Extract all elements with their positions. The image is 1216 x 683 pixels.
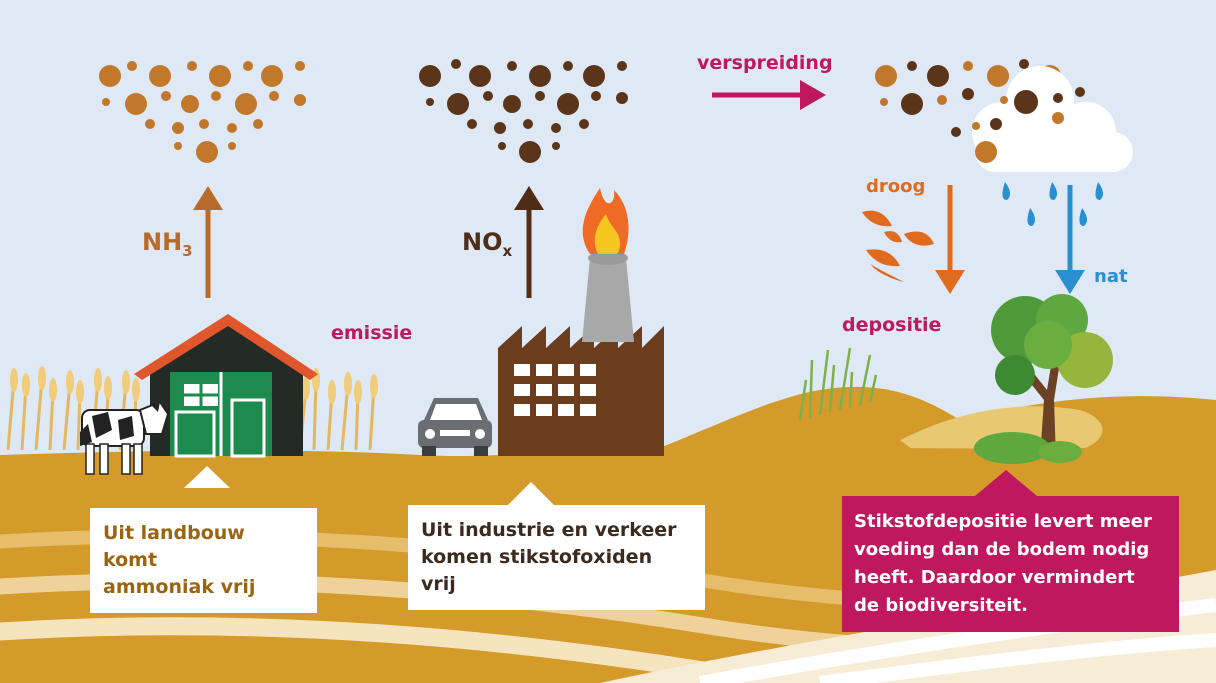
cow-icon <box>80 400 170 475</box>
deposition-line-2: voeding dan de bodem nodig <box>854 539 1150 560</box>
deposition-line-4: de biodiversiteit. <box>854 595 1028 616</box>
nox-particles-icon <box>419 59 628 163</box>
industry-line-1: Uit industrie en verkeer <box>421 519 677 541</box>
dry-label: droog <box>866 176 926 197</box>
spreading-label: verspreiding <box>697 52 833 74</box>
leaf-icon <box>862 210 934 282</box>
nox-label: NOx <box>462 228 513 260</box>
nox-emission-arrow <box>514 186 544 298</box>
cloud-particles <box>951 87 1085 163</box>
agriculture-info-box: Uit landbouw komt ammoniak vrij <box>90 508 317 613</box>
agriculture-line-1: Uit landbouw komt <box>103 522 245 571</box>
industry-info-box: Uit industrie en verkeer komen stikstofo… <box>408 505 705 610</box>
dry-deposition-arrow <box>935 185 965 294</box>
raindrop-icon <box>1002 182 1104 226</box>
cloud-icon <box>972 66 1133 172</box>
spreading-arrow <box>712 80 826 110</box>
flame-icon <box>582 188 629 254</box>
deposition-line-3: heeft. Daardoor vermindert <box>854 567 1135 588</box>
factory-icon <box>498 251 664 456</box>
deposition-callout-pointer <box>975 470 1037 496</box>
deposition-label: depositie <box>842 314 942 336</box>
wet-label: nat <box>1094 266 1128 287</box>
wet-deposition-arrow <box>1055 185 1085 294</box>
agriculture-line-2: ammoniak vrij <box>103 576 256 598</box>
barn-icon <box>134 314 318 458</box>
car-icon <box>418 398 492 456</box>
industry-callout-pointer <box>508 482 554 505</box>
emission-label: emissie <box>331 322 413 344</box>
deposition-info-box: Stikstofdepositie levert meer voeding da… <box>842 496 1179 632</box>
ammonia-particles-icon <box>99 61 306 163</box>
nh3-emission-arrow <box>193 186 223 298</box>
agriculture-callout-pointer <box>184 466 230 488</box>
nh3-label: NH3 <box>142 228 193 260</box>
deposition-line-1: Stikstofdepositie levert meer <box>854 511 1152 532</box>
industry-line-2: komen stikstofoxiden vrij <box>421 546 653 595</box>
tree-icon <box>974 294 1113 464</box>
grass-icon <box>798 347 878 421</box>
